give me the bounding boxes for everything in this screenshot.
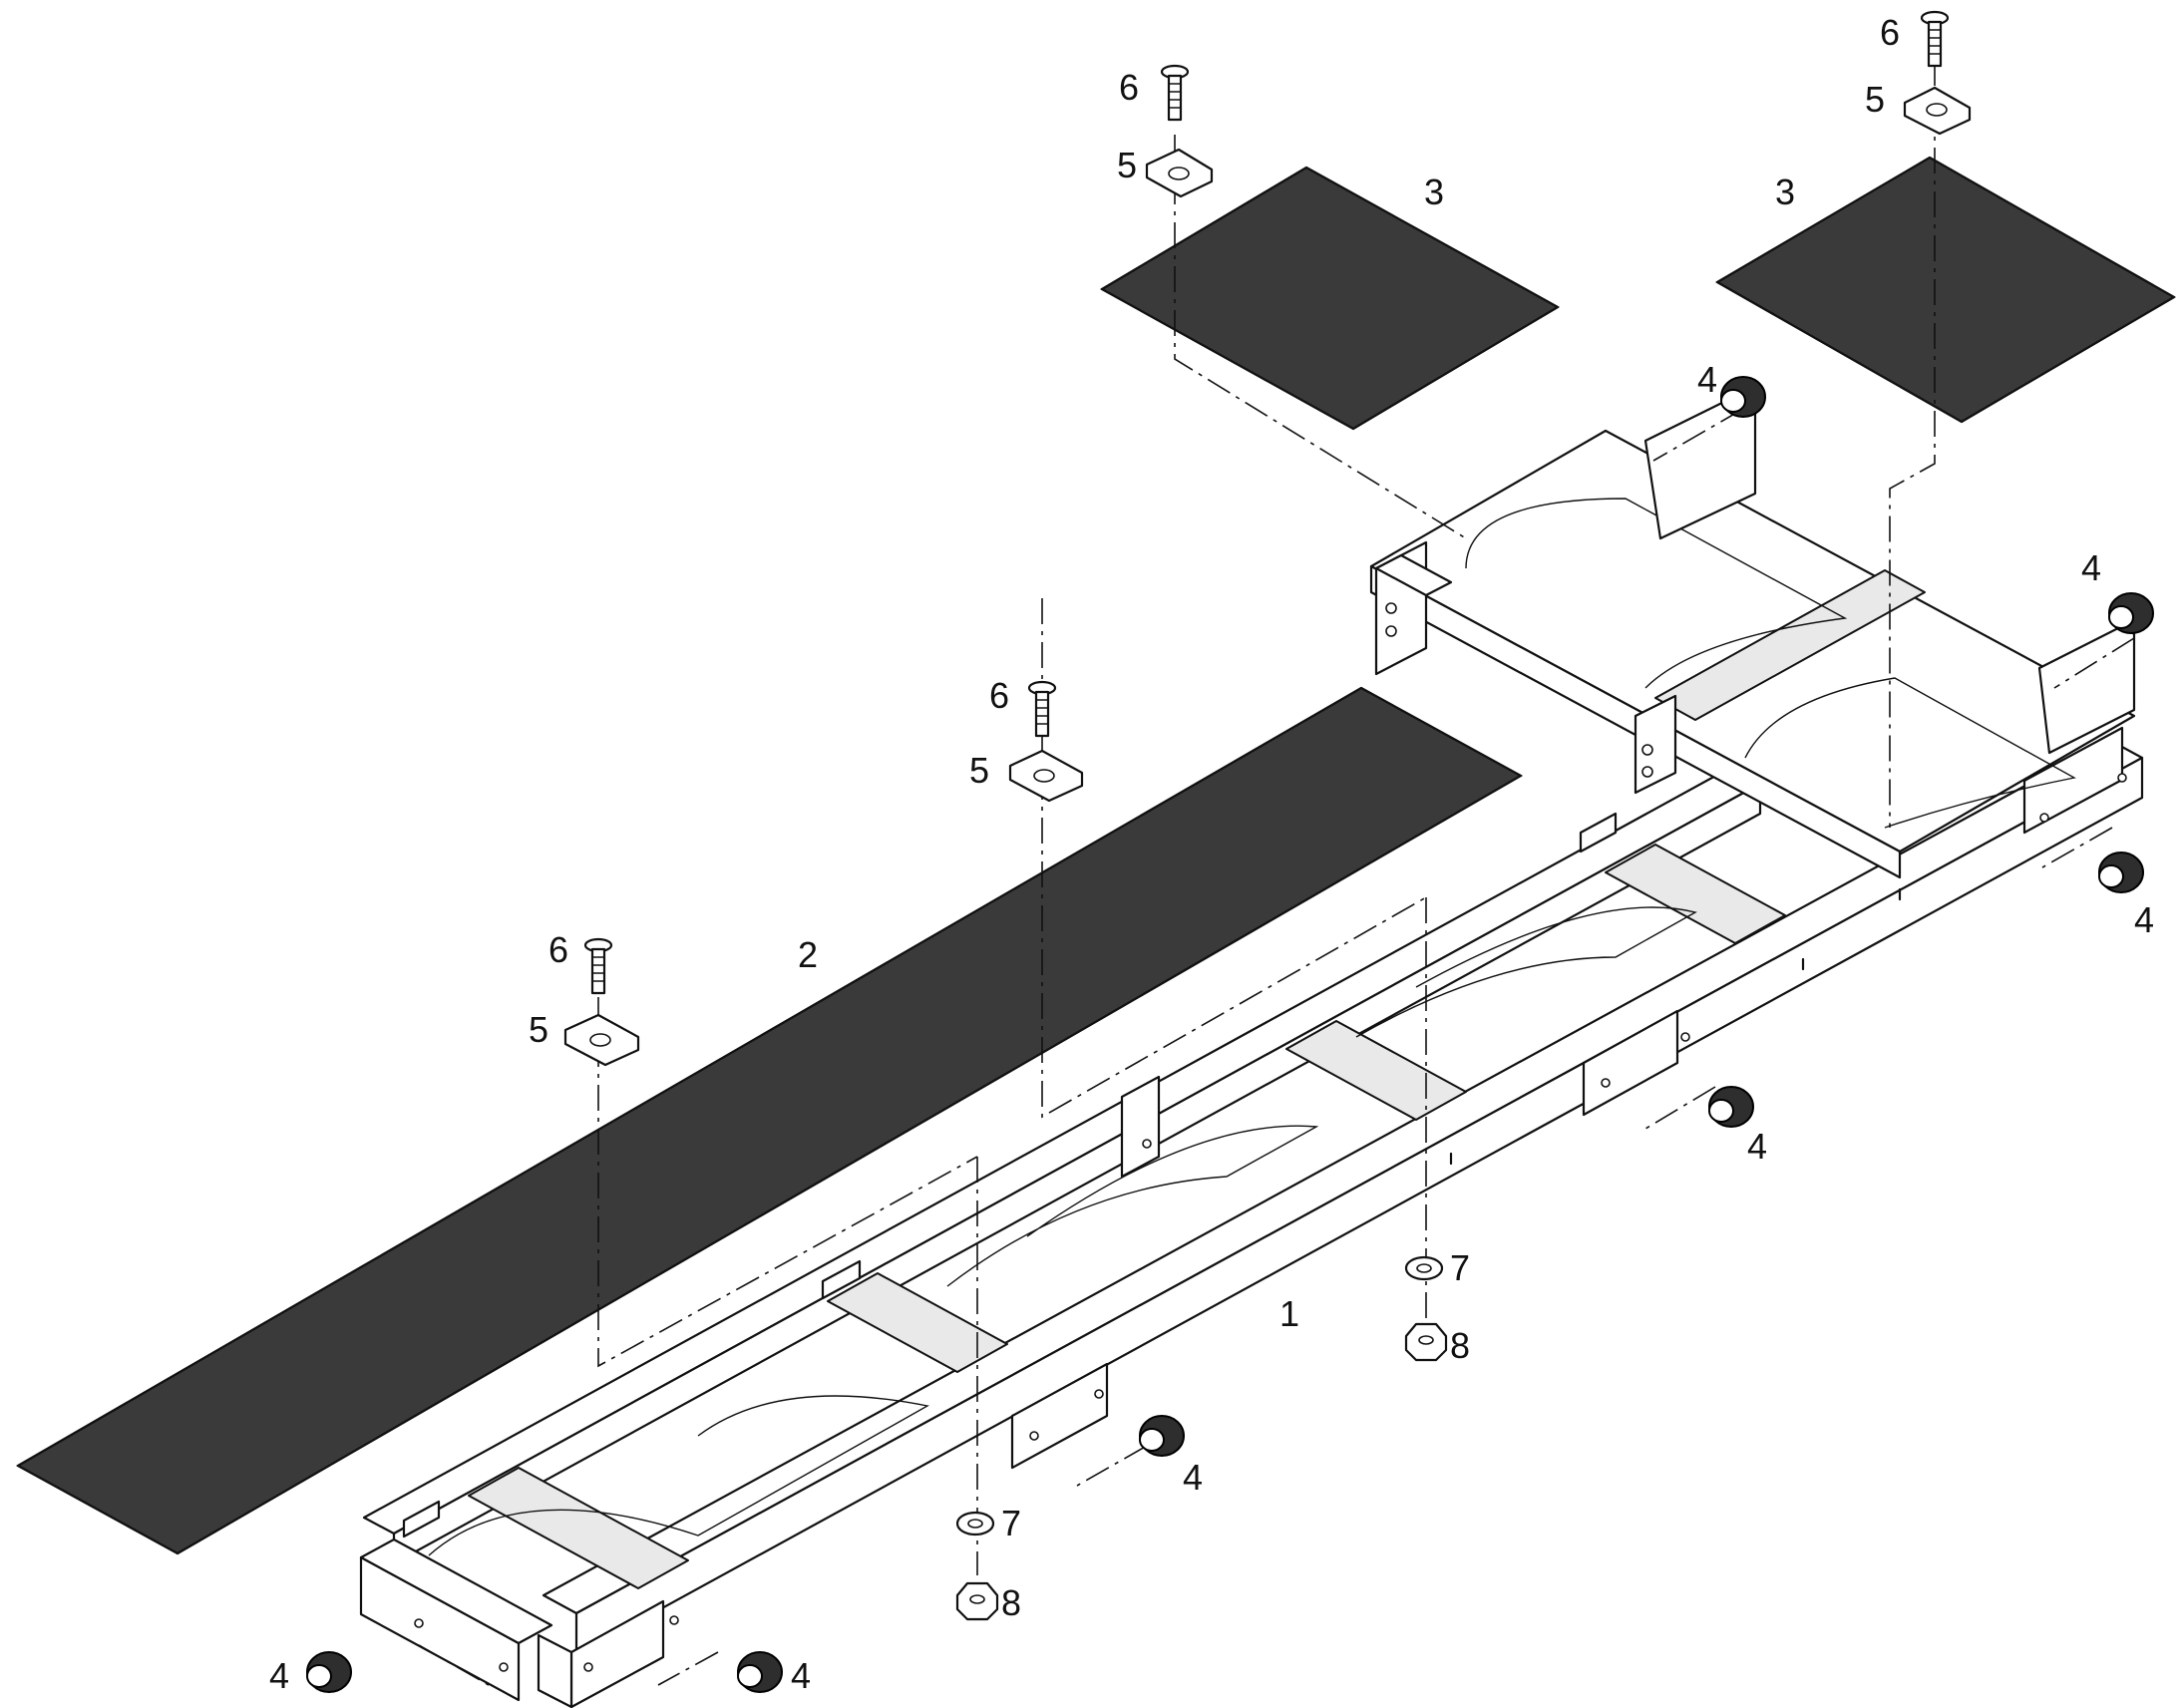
long-grating — [15, 686, 1524, 1555]
nut-left — [955, 1581, 999, 1621]
callout-washer-plate-middle: 5 — [969, 750, 989, 791]
callout-flat-washer-left: 7 — [1001, 1503, 1021, 1543]
callout-end-cap-bottom-left: 4 — [269, 1655, 289, 1696]
end-cap-top — [1720, 376, 1766, 418]
short-grating-right — [1715, 156, 2176, 424]
washer-plate-top-left — [1145, 148, 1214, 198]
washer-plate-top-right — [1903, 86, 1972, 136]
end-cap-middle-left — [1139, 1415, 1185, 1457]
main-frame — [359, 726, 2144, 1708]
callout-short-grating-right: 3 — [1775, 171, 1795, 212]
callout-screw-middle: 6 — [989, 675, 1009, 716]
callout-end-cap-right-lower: 4 — [2134, 899, 2154, 940]
callout-washer-plate-top-right: 5 — [1865, 79, 1885, 120]
callout-screw-left: 6 — [548, 929, 568, 970]
flat-washer-left — [955, 1511, 995, 1537]
callout-frame: 1 — [1279, 1293, 1299, 1334]
callout-long-grating: 2 — [798, 934, 818, 975]
end-cap-right-upper — [2108, 592, 2154, 634]
callout-screw-top-right: 6 — [1880, 12, 1900, 53]
screw-left — [583, 937, 613, 995]
washer-plate-middle — [1008, 749, 1084, 803]
callout-washer-plate-left: 5 — [529, 1009, 548, 1050]
callout-nut-left: 8 — [1001, 1582, 1021, 1623]
callout-screw-top-left: 6 — [1119, 67, 1139, 108]
screw-top-right — [1920, 10, 1950, 68]
screw-middle — [1027, 680, 1057, 738]
callout-end-cap-bottom-right: 4 — [791, 1655, 811, 1696]
assembly-lines — [418, 60, 2135, 1686]
nut-right — [1404, 1322, 1448, 1362]
callout-end-cap-right-upper: 4 — [2081, 547, 2101, 588]
callout-short-grating-left: 3 — [1424, 171, 1444, 212]
callout-end-cap-middle-left: 4 — [1183, 1457, 1203, 1498]
cross-frame — [1369, 392, 2136, 879]
flat-washer-right — [1404, 1255, 1444, 1281]
end-cap-bottom-right — [737, 1651, 783, 1693]
short-grating-left — [1099, 166, 1561, 431]
end-cap-bottom-left — [306, 1651, 352, 1693]
callout-nut-right: 8 — [1450, 1325, 1470, 1366]
washer-plate-left — [563, 1013, 640, 1067]
callout-washer-plate-top-left: 5 — [1117, 145, 1137, 185]
callout-end-cap-middle-right: 4 — [1747, 1126, 1767, 1167]
end-cap-middle-right — [1708, 1086, 1754, 1128]
callout-end-cap-top: 4 — [1697, 359, 1717, 400]
end-cap-right-lower — [2098, 852, 2144, 893]
callout-flat-washer-right: 7 — [1450, 1247, 1470, 1288]
screw-top-left — [1160, 64, 1190, 122]
